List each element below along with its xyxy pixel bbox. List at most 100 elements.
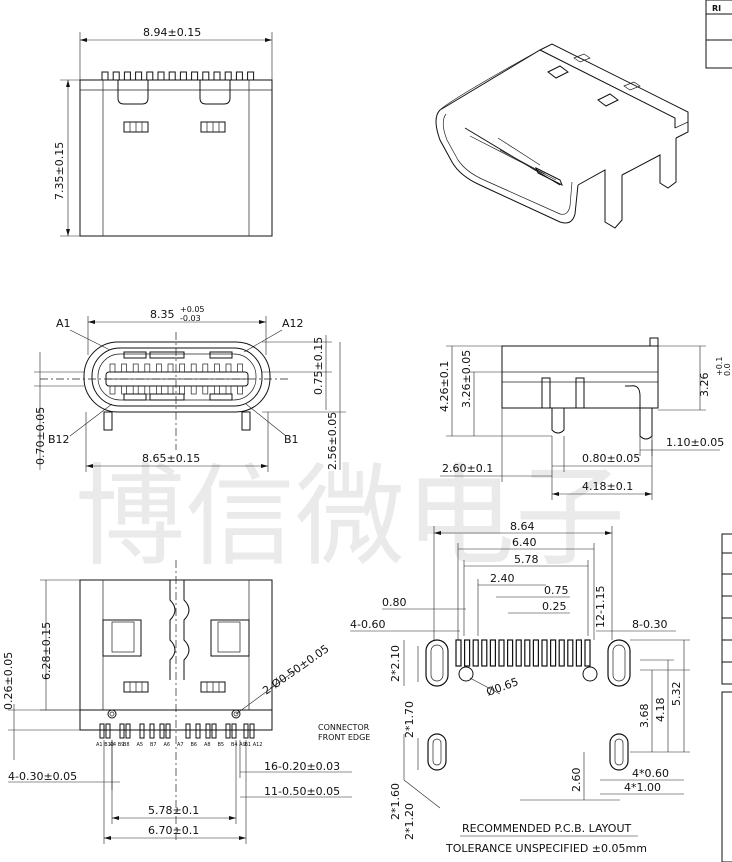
pin-label: A6	[164, 742, 171, 748]
pcb-d260: 2.60	[570, 768, 583, 793]
contact-pin	[214, 385, 220, 395]
contact-pin	[167, 385, 174, 395]
isometric-view	[435, 43, 689, 229]
bottom-dim-628: 6.28±0.15	[40, 622, 53, 680]
smt-pin	[119, 723, 125, 739]
side-view: 4.26±0.1 3.26±0.05 3.26 +0.1 0.0 2.60±0.…	[438, 337, 732, 500]
smt-pin	[105, 723, 111, 739]
pcb-d8030: 8-0.30	[632, 618, 667, 631]
smt-pin	[125, 723, 131, 739]
title-block: RI	[705, 0, 732, 69]
top-view: 8.94±0.15 7.35±0.15	[53, 26, 273, 237]
smt-pin	[99, 723, 105, 739]
side-d1: 2.60±0.1	[442, 462, 493, 475]
smt-pin	[249, 723, 255, 739]
contact-pin	[109, 385, 116, 395]
pcb-d065: Ø0.65	[485, 675, 521, 699]
pcb-d4060: 4-0.60	[350, 618, 385, 631]
pin-tooth	[179, 71, 187, 81]
pcb-pad	[464, 639, 471, 667]
contact-pin	[214, 363, 220, 373]
smt-pin	[225, 723, 231, 739]
contact-pin	[190, 385, 197, 395]
front-overall-tol-lower: -0.03	[180, 314, 201, 323]
pcb-pad	[507, 639, 514, 667]
pcb-pad	[455, 639, 462, 667]
bottom-dim-026: 0.26±0.05	[2, 652, 15, 710]
pcb-d2160: 2*1.60	[389, 783, 402, 820]
pcb-d080: 0.80	[382, 596, 407, 609]
pcb-d4100: 4*1.00	[624, 781, 661, 794]
front-inner-dim: 8.65±0.15	[142, 452, 200, 465]
pcb-pad	[472, 639, 479, 667]
bottom-hole-dim: 2-Ø0.50±0.05	[260, 642, 331, 697]
pcb-pad	[524, 639, 531, 667]
pcb-d4060b: 4*0.60	[632, 767, 669, 780]
front-left-dim: 0.70±0.05	[34, 407, 47, 465]
pcb-d075: 0.75	[544, 584, 569, 597]
smt-pin	[195, 723, 201, 739]
contact-pin	[109, 363, 116, 373]
bottom-pitch-16: 16-0.20±0.03	[264, 760, 340, 773]
pin-label: A8	[204, 742, 211, 748]
title-block-text: RI	[712, 4, 721, 13]
pcb-d864: 8.64	[510, 520, 535, 533]
pin-label: A4 B9	[110, 742, 125, 748]
top-width-dim: 8.94±0.15	[143, 26, 201, 39]
pin-label: B5	[218, 742, 225, 748]
contact-pin	[144, 363, 151, 373]
watermark-text: 博信微电子	[75, 453, 625, 581]
side-h3-lower: 0.0	[723, 363, 732, 376]
pcb-pad	[498, 639, 505, 667]
smt-pin	[231, 723, 237, 739]
pcb-d240: 2.40	[490, 572, 515, 585]
pcb-pad	[481, 639, 488, 667]
smt-pin	[149, 723, 155, 739]
side-h3: 3.26	[698, 373, 711, 398]
pin-tooth	[146, 71, 154, 81]
pin-tooth	[157, 71, 165, 81]
pcb-tolerance: TOLERANCE UNSPECIFIED ±0.05mm	[445, 842, 647, 855]
bottom-dim-578: 5.78±0.1	[148, 804, 199, 817]
pin-label: A7	[177, 742, 184, 748]
contact-pin	[225, 385, 232, 395]
contact-pin	[132, 385, 139, 395]
pin-label: B4 A9	[231, 742, 246, 748]
smt-pin	[243, 723, 249, 739]
contact-pin	[225, 363, 232, 373]
contact-pin	[179, 363, 185, 373]
pcb-pad	[567, 639, 574, 667]
contact-pin	[237, 363, 243, 373]
contact-pin	[144, 385, 151, 395]
contact-pin	[202, 385, 209, 395]
pcb-pad	[541, 639, 548, 667]
contact-pin	[237, 385, 243, 395]
smt-pin	[159, 723, 165, 739]
side-h1: 4.26±0.1	[438, 361, 451, 412]
pin-label-b12: B12	[48, 433, 70, 446]
pcb-pad	[532, 639, 540, 667]
pin-tooth	[191, 71, 199, 81]
contact-pin	[156, 385, 162, 395]
pin-tooth	[224, 71, 232, 81]
connector-label-2: FRONT EDGE	[318, 733, 370, 742]
pin-tooth	[135, 71, 143, 81]
pcb-pad	[584, 639, 591, 667]
bottom-pitch-left: 4-0.30±0.05	[8, 770, 77, 783]
contact-pin	[121, 385, 127, 395]
pin-tooth	[112, 71, 120, 81]
pin-label-b1: B1	[284, 433, 299, 446]
front-view: 8.35 +0.05 -0.03 A1 A12 B12 B1	[34, 305, 346, 472]
side-h3-upper: +0.1	[715, 357, 724, 376]
contact-pin	[167, 363, 174, 373]
front-height-inner: 0.75±0.15	[312, 337, 325, 395]
contact-pin	[179, 385, 185, 395]
contact-pin	[202, 363, 209, 373]
front-overall-dim: 8.35	[150, 308, 175, 321]
pcb-d2170: 2*1.70	[403, 701, 416, 738]
pin-tooth	[202, 71, 210, 81]
pin-label-a12: A12	[282, 317, 304, 330]
pin-label: B6	[191, 742, 198, 748]
contact-pin	[121, 363, 127, 373]
